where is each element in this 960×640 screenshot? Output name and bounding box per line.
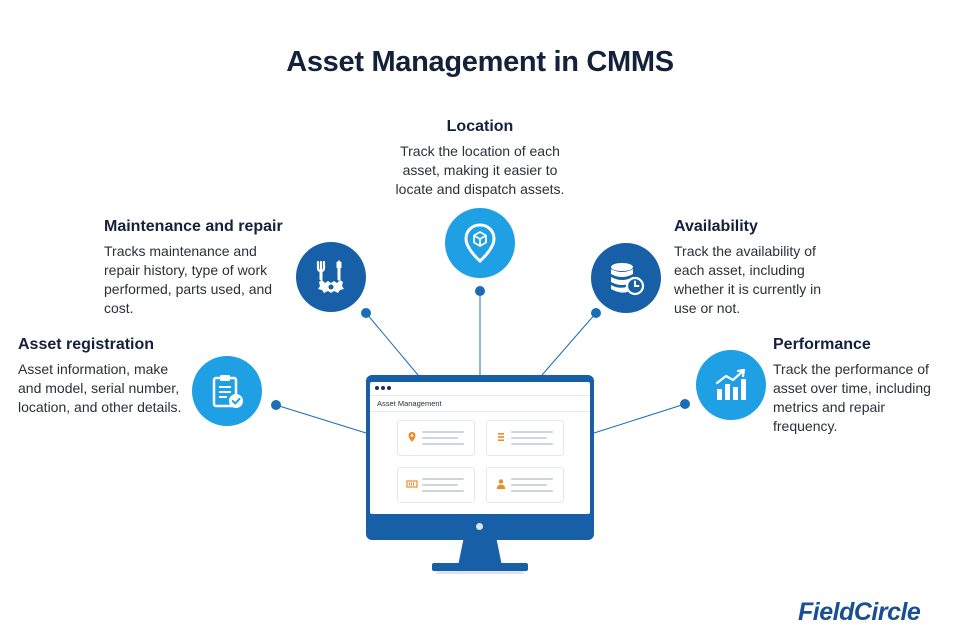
pin-icon	[408, 432, 416, 442]
feature-availability: Availability Track the availability of e…	[674, 218, 864, 318]
feature-title: Location	[446, 118, 514, 135]
barcode-icon	[406, 480, 418, 488]
monitor-power-dot	[476, 523, 483, 530]
brand-logo: FieldCircle	[798, 598, 921, 626]
feature-maintenance: Maintenance and repair Tracks maintenanc…	[104, 218, 304, 318]
screen-title: Asset Management	[370, 396, 590, 412]
connector-dot-registration	[271, 400, 281, 410]
connector-dot-performance	[680, 399, 690, 409]
feature-registration: Asset registration Asset information, ma…	[18, 336, 198, 417]
feature-location: Location Track the location of each asse…	[380, 118, 580, 199]
connector-dot-location	[475, 286, 485, 296]
feature-title: Performance	[773, 336, 871, 353]
screen-card-list	[486, 420, 564, 456]
monitor-screen: Asset Management	[370, 382, 590, 514]
feature-description: Tracks maintenance and repair history, t…	[104, 243, 273, 316]
connector-dot-maintenance	[361, 308, 371, 318]
location-pin-icon	[445, 208, 515, 278]
screen-window-bar	[370, 382, 590, 396]
list-icon	[498, 433, 504, 441]
feature-title: Availability	[674, 218, 758, 235]
connector-dot-availability	[591, 308, 601, 318]
user-icon	[496, 479, 506, 489]
page-title: Asset Management in CMMS	[286, 46, 674, 78]
screen-card-barcode	[397, 467, 475, 503]
feature-title: Asset registration	[18, 336, 155, 353]
clipboard-check-icon	[192, 356, 262, 426]
feature-description: Track the availability of each asset, in…	[674, 243, 822, 316]
feature-description: Asset information, make and model, seria…	[18, 361, 182, 415]
bar-chart-trend-icon	[696, 350, 766, 420]
feature-title: Maintenance and repair	[104, 218, 283, 235]
monitor-stand	[458, 540, 502, 566]
feature-performance: Performance Track the performance of ass…	[773, 336, 953, 436]
monitor-stand-base	[432, 563, 528, 571]
feature-description: Track the location of each asset, making…	[395, 143, 565, 197]
monitor-shadow	[436, 571, 524, 574]
tools-gear-icon	[296, 242, 366, 312]
database-clock-icon	[591, 243, 661, 313]
screen-card-user	[486, 467, 564, 503]
screen-card-location	[397, 420, 475, 456]
feature-description: Track the performance of asset over time…	[773, 361, 931, 434]
